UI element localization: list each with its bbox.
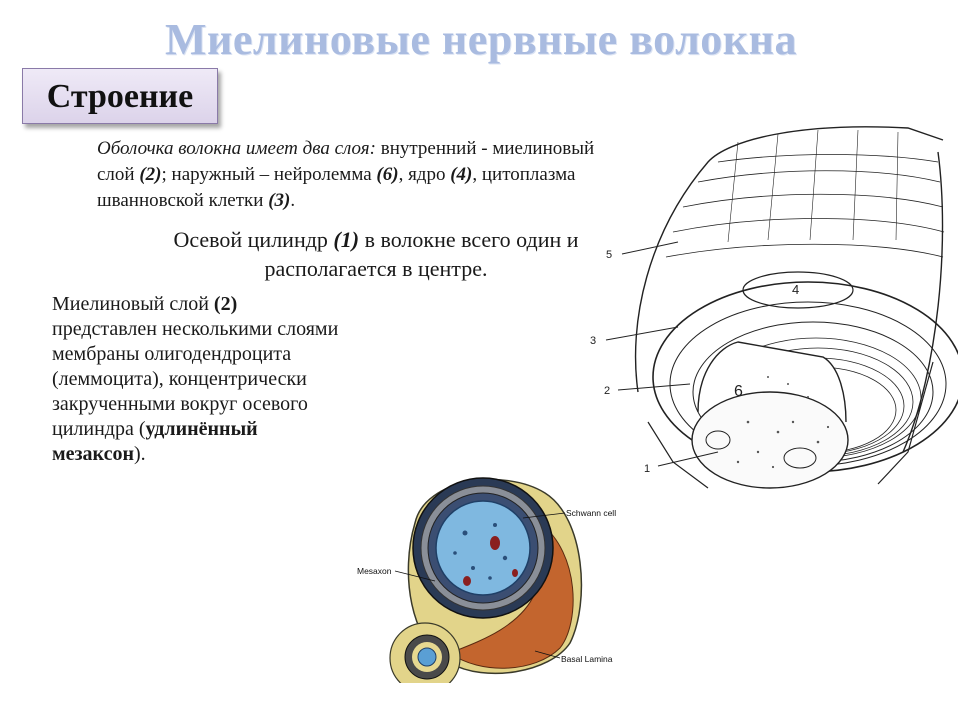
- text-segment: , ядро: [398, 164, 451, 185]
- section-badge: Строение: [22, 68, 218, 124]
- text-segment: внутренний - миелиновый слой: [97, 138, 595, 185]
- paragraph-lead: Оболочка волокна имеет два слоя:: [97, 138, 376, 159]
- label-1: 1: [644, 463, 650, 475]
- schwann-cell-illustration: Schwann cell Mesaxon Basal Lamina: [357, 477, 616, 683]
- label-4: 4: [792, 282, 799, 297]
- label-6: 6: [734, 383, 743, 400]
- text-segment: Осевой цилиндр: [173, 227, 334, 252]
- label-basal-lamina: Basal Lamina: [561, 654, 613, 664]
- text-segment: ).: [133, 443, 146, 465]
- text-segment: , цитоплазма шванновской клетки: [97, 164, 576, 211]
- nerve-fiber-diagram: 5 3 2 1 4 6: [590, 126, 958, 489]
- section-badge-label: Строение: [46, 78, 194, 115]
- text-segment: в волокне всего один и располагается в ц…: [264, 227, 579, 281]
- slide-title: Миелиновые нервные волокна: [165, 15, 797, 64]
- label-2: 2: [604, 385, 610, 397]
- label-mesaxon: Mesaxon: [357, 566, 392, 576]
- paragraph-myelin-layer: Миелиновый слой (2) представлен нескольк…: [52, 292, 342, 467]
- label-schwann-cell: Schwann cell: [566, 508, 616, 518]
- ref-number: (4): [450, 164, 473, 185]
- bold-term: удлинённый мезаксон: [52, 418, 258, 465]
- label-5: 5: [606, 249, 612, 261]
- text-segment: ; наружный – нейролемма: [161, 164, 377, 185]
- ref-number: (1): [333, 227, 360, 252]
- paragraph-sheath-layers: Оболочка волокна имеет два слоя: внутрен…: [97, 136, 617, 214]
- ref-number: (2): [139, 164, 162, 185]
- ref-number: (6): [376, 164, 399, 185]
- label-3: 3: [590, 335, 596, 347]
- text-segment: .: [290, 190, 296, 211]
- text-segment: Миелиновый слой: [52, 293, 214, 315]
- ref-number: (3): [268, 190, 291, 211]
- paragraph-axial-cylinder: Осевой цилиндр (1) в волокне всего один …: [126, 225, 626, 283]
- ref-number: (2): [213, 293, 238, 315]
- text-segment: представлен несколькими слоями мембраны …: [52, 318, 339, 440]
